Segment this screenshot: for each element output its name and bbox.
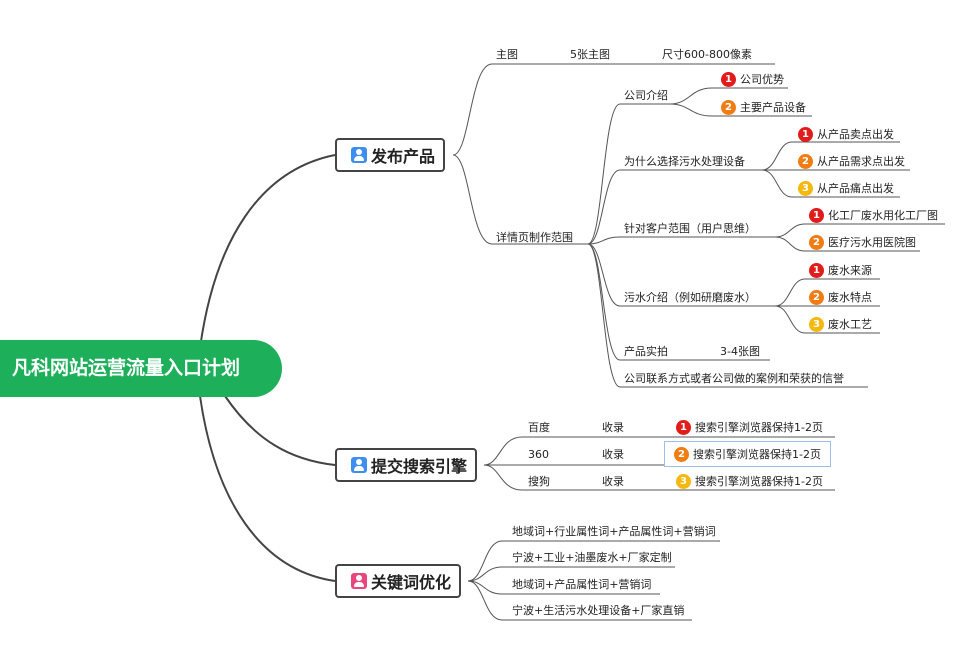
priority-2-badge: 2	[809, 235, 824, 250]
node-engine-360[interactable]: 360	[528, 448, 549, 461]
node-wastewater-process[interactable]: 废水工艺	[828, 318, 872, 331]
node-baidu-status[interactable]: 收录	[602, 421, 624, 434]
node-baidu-note[interactable]: 搜索引擎浏览器保持1-2页	[695, 421, 823, 434]
node-selling-point[interactable]: 从产品卖点出发	[817, 128, 894, 141]
priority-3-badge: 3	[798, 181, 813, 196]
node-360-note[interactable]: 搜索引擎浏览器保持1-2页	[693, 448, 821, 461]
node-demand-point[interactable]: 从产品需求点出发	[817, 155, 905, 168]
node-engine-sogou[interactable]: 搜狗	[528, 475, 550, 488]
priority-1-badge: 1	[809, 263, 824, 278]
person-icon	[351, 147, 367, 163]
priority-1-badge: 1	[676, 420, 691, 435]
branch-keyword-optimization[interactable]: 关键词优化	[335, 564, 462, 598]
priority-1-badge: 1	[809, 208, 824, 223]
node-pain-point[interactable]: 从产品痛点出发	[817, 182, 894, 195]
node-wastewater-source[interactable]: 废水来源	[828, 264, 872, 277]
node-photo-count[interactable]: 3-4张图	[720, 345, 760, 358]
node-keyword-example-2[interactable]: 宁波+生活污水处理设备+厂家直销	[512, 604, 685, 617]
node-engine-baidu[interactable]: 百度	[528, 421, 550, 434]
branch-label: 提交搜索引擎	[371, 457, 468, 476]
priority-1-badge: 1	[721, 72, 736, 87]
node-company-advantage[interactable]: 公司优势	[740, 73, 784, 86]
priority-2-badge: 2	[798, 154, 813, 169]
person-icon	[351, 457, 367, 473]
node-sogou-status[interactable]: 收录	[602, 475, 624, 488]
priority-2-badge: 2	[674, 447, 689, 462]
priority-1-badge: 1	[798, 127, 813, 142]
branch-publish-product[interactable]: 发布产品	[335, 138, 446, 172]
node-sogou-note[interactable]: 搜索引擎浏览器保持1-2页	[695, 475, 823, 488]
node-contact-info[interactable]: 公司联系方式或者公司做的案例和荣获的信誉	[624, 372, 844, 385]
branch-submit-search-engine[interactable]: 提交搜索引擎	[335, 448, 478, 482]
selection-highlight	[664, 441, 831, 467]
node-main-image-size[interactable]: 尺寸600-800像素	[662, 48, 752, 61]
node-main-image[interactable]: 主图	[496, 48, 518, 61]
node-customer-scope[interactable]: 针对客户范围（用户思维）	[624, 222, 756, 235]
node-360-status[interactable]: 收录	[602, 448, 624, 461]
priority-3-badge: 3	[809, 317, 824, 332]
root-topic[interactable]: 凡科网站运营流量入口计划	[0, 340, 282, 397]
person-icon	[351, 573, 367, 589]
priority-3-badge: 3	[676, 474, 691, 489]
node-product-photos[interactable]: 产品实拍	[624, 345, 668, 358]
priority-2-badge: 2	[809, 290, 824, 305]
node-sewage-intro[interactable]: 污水介绍（例如研磨废水）	[624, 291, 756, 304]
node-main-image-count[interactable]: 5张主图	[570, 48, 610, 61]
node-company-intro[interactable]: 公司介绍	[624, 89, 668, 102]
node-hospital[interactable]: 医疗污水用医院图	[828, 236, 916, 249]
node-keyword-formula-1[interactable]: 地域词+行业属性词+产品属性词+营销词	[512, 525, 716, 538]
priority-2-badge: 2	[721, 100, 736, 115]
node-keyword-example-1[interactable]: 宁波+工业+油墨废水+厂家定制	[512, 551, 672, 564]
node-wastewater-features[interactable]: 废水特点	[828, 291, 872, 304]
node-chemical-plant[interactable]: 化工厂废水用化工厂图	[828, 209, 938, 222]
node-why-choose[interactable]: 为什么选择污水处理设备	[624, 155, 745, 168]
node-keyword-formula-2[interactable]: 地域词+产品属性词+营销词	[512, 578, 652, 591]
branch-label: 关键词优化	[371, 573, 452, 592]
node-main-products[interactable]: 主要产品设备	[740, 101, 806, 114]
node-detail-page-scope[interactable]: 详情页制作范围	[496, 231, 573, 244]
branch-label: 发布产品	[371, 147, 436, 166]
